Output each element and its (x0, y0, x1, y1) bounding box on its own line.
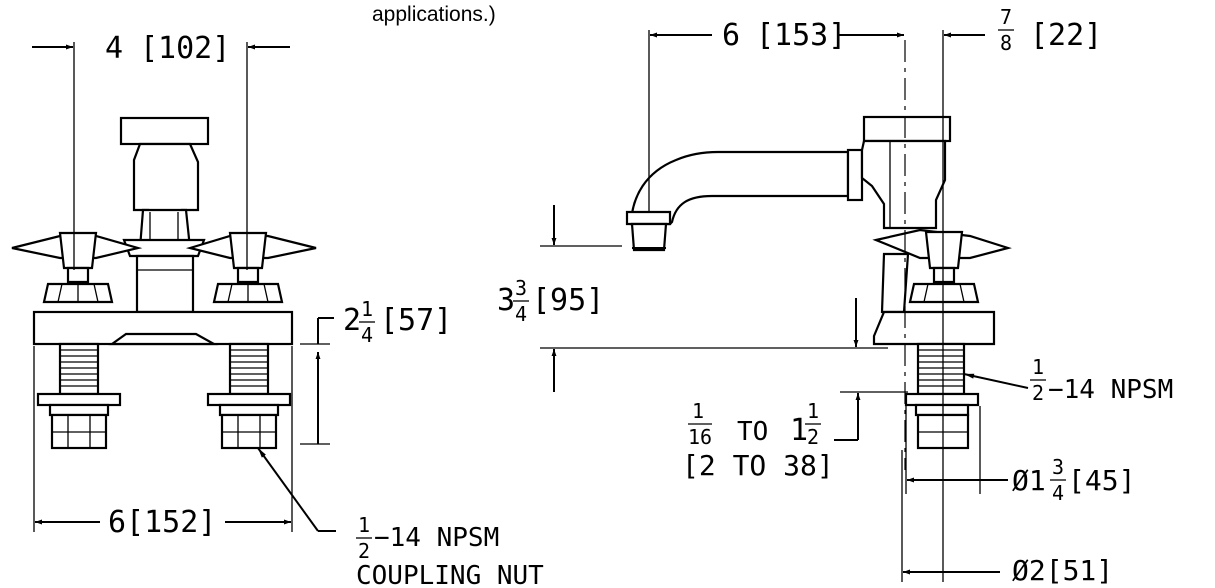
side-valve-stem (880, 252, 910, 314)
left-handle-hub (58, 231, 98, 270)
front-thread-spec: −14 NPSM (374, 523, 499, 553)
dim-offset-metric: [22] (1030, 18, 1102, 53)
dim-reach-value: 6 (722, 18, 740, 53)
dim-spout-num: 3 (515, 276, 527, 300)
dim-height-den: 4 (361, 323, 373, 347)
side-deck-base (872, 310, 996, 346)
deck-min-num: 1 (692, 399, 704, 423)
front-view: 4 [102] 2 1 4 [57] 6[152] 1 2 −14 NPSM C… (11, 31, 544, 588)
side-thread-num: 1 (1032, 355, 1044, 379)
dim-bottom-label: 6[152] (108, 505, 216, 540)
dia-shank-den: 4 (1052, 481, 1064, 505)
dim-height-metric: [57] (380, 303, 452, 338)
dim-height-whole: 2 (343, 303, 361, 338)
front-thread-num: 1 (358, 513, 370, 537)
base-flare (108, 332, 219, 346)
dim-offset-den: 8 (1000, 31, 1012, 55)
coupling-nut-label: COUPLING NUT (356, 561, 544, 588)
side-thread-spec: −14 NPSM (1048, 375, 1173, 405)
front-thread-den: 2 (358, 539, 370, 563)
side-thread-leader (963, 373, 1029, 389)
dim-top-value: 4 (105, 31, 123, 66)
deck-max-num: 1 (807, 399, 819, 423)
side-view: 6 [153] 7 8 [22] 3 3 4 [95] 1 2 −14 NPSM… (497, 5, 1173, 587)
deck-to: TO (737, 417, 768, 447)
dia-flange-label: Ø2[51] (1012, 554, 1113, 587)
dim-reach-metric: [153] (756, 18, 846, 53)
deck-min-den: 16 (688, 425, 712, 449)
dim-top-metric: [102] (140, 31, 230, 66)
dim-spout-den: 4 (515, 302, 527, 326)
left-locknut (36, 392, 122, 407)
right-locknut (206, 392, 292, 407)
dia-shank-num: 3 (1052, 455, 1064, 479)
aerator-ring (625, 210, 672, 226)
deck-metric: [2 TO 38] (682, 449, 834, 482)
note-text: applications.) (372, 3, 496, 26)
dim-spout-whole: 3 (497, 283, 515, 318)
top-knob (119, 116, 210, 146)
dia-shank-prefix: Ø1 (1012, 464, 1046, 497)
right-handle-hub (228, 231, 268, 270)
aerator (630, 222, 668, 252)
deck-max-whole: 1 (790, 413, 808, 448)
side-body-column (860, 139, 947, 230)
side-bonnet-nut (908, 282, 980, 304)
dia-shank-metric: [45] (1068, 464, 1135, 497)
spout-tube (629, 150, 850, 226)
side-thread-den: 2 (1032, 381, 1044, 405)
side-handle-hub (924, 230, 964, 270)
side-locknut (904, 392, 980, 407)
dim-spout-metric: [95] (532, 283, 604, 318)
coupling-nut-leader (257, 447, 319, 532)
spout-collar-side (846, 148, 864, 202)
deck-max-den: 2 (807, 425, 819, 449)
center-body (135, 254, 195, 314)
dim-height-num: 1 (361, 297, 373, 321)
side-top-knob (862, 115, 952, 143)
dim-offset-num: 7 (1000, 5, 1012, 29)
